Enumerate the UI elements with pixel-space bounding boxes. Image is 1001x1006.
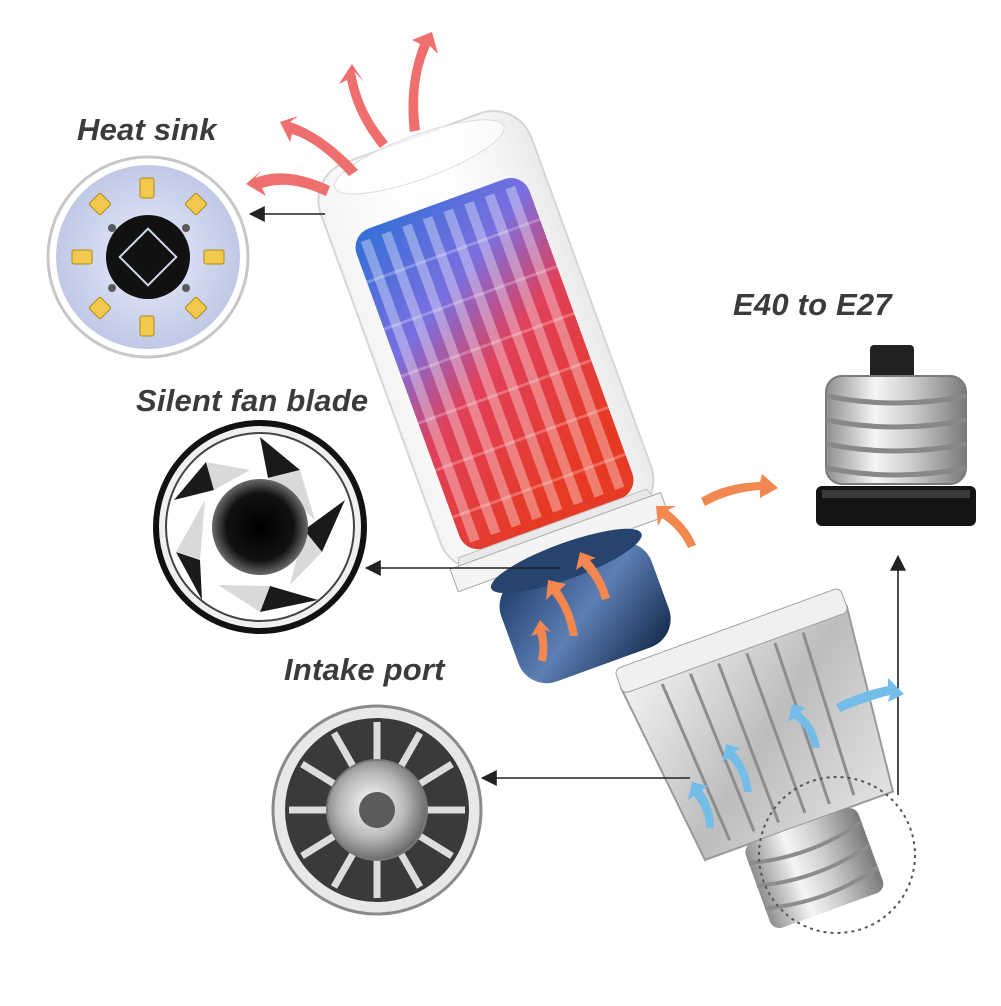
adapter-label: E40 to E27 — [733, 287, 892, 322]
hot-air-arrow-icon — [246, 32, 438, 196]
fan-blade-icon — [153, 420, 367, 634]
led-bulb-icon — [317, 110, 671, 684]
intake-port-icon — [271, 704, 483, 916]
cool-air-arrow-icon — [688, 678, 904, 828]
e27-highlight-circle — [758, 776, 916, 934]
bulb-base — [615, 588, 895, 929]
heat-sink-icon — [46, 155, 250, 359]
warm-air-arrow-icon — [531, 474, 778, 662]
intake-port-label: Intake port — [284, 652, 445, 687]
fan-blade-label: Silent fan blade — [136, 383, 369, 418]
heat-sink-label: Heat sink — [77, 112, 217, 147]
adapter-icon — [816, 345, 976, 526]
